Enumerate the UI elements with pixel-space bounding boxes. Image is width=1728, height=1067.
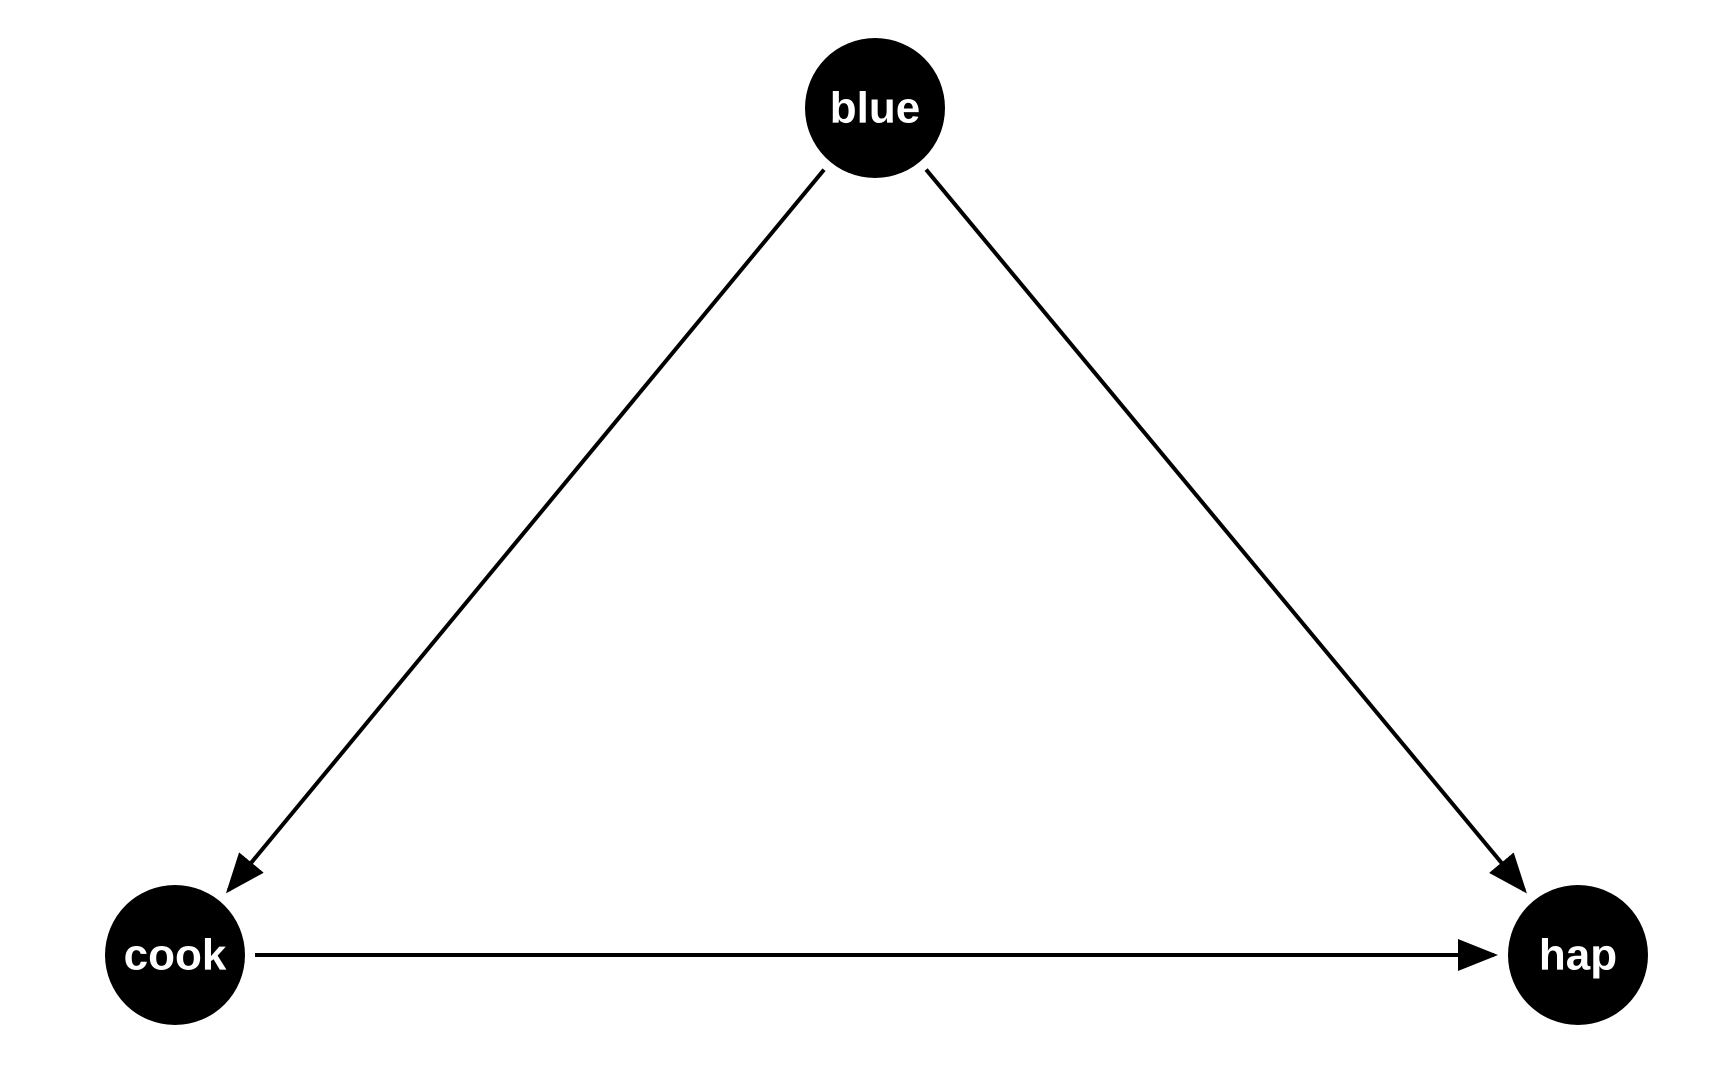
edge-blue-to-hap xyxy=(924,168,1527,894)
nodes-layer: blue cook hap xyxy=(105,38,1648,1025)
node-label-blue: blue xyxy=(830,84,920,133)
node-hap: hap xyxy=(1508,885,1648,1025)
node-circle-blue xyxy=(805,38,945,178)
node-blue: blue xyxy=(805,38,945,178)
node-circle-cook xyxy=(105,885,245,1025)
node-label-cook: cook xyxy=(124,931,227,980)
edges-layer xyxy=(225,168,1527,971)
node-cook: cook xyxy=(105,885,245,1025)
node-circle-hap xyxy=(1508,885,1648,1025)
edge-blue-to-cook xyxy=(225,168,826,894)
node-label-hap: hap xyxy=(1539,931,1617,980)
